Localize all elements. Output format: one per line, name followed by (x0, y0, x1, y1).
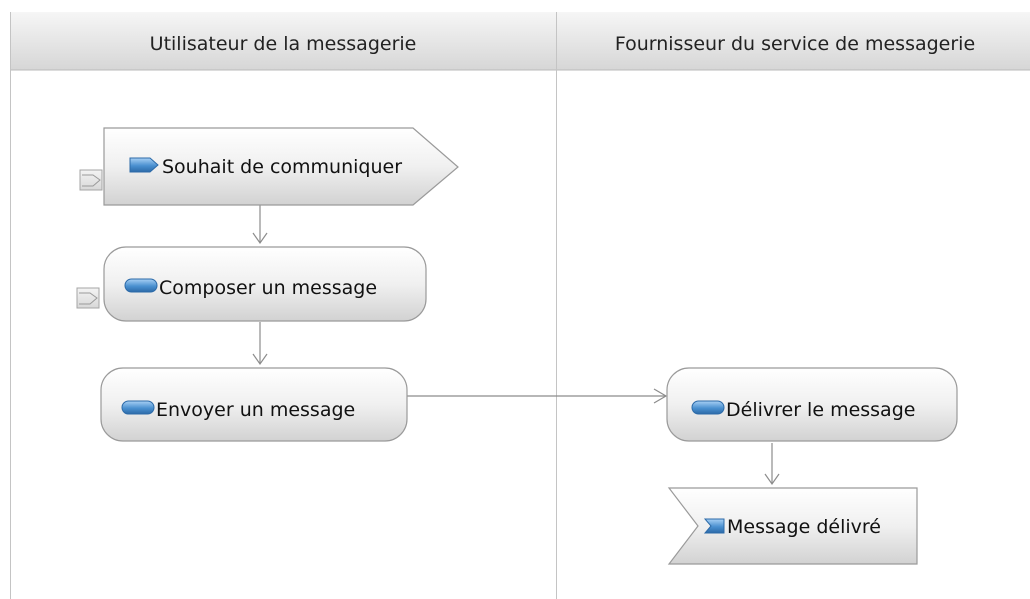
task-compose-node[interactable]: Composer un message (76, 246, 427, 322)
connector-compose-to-send[interactable] (252, 322, 268, 366)
end-event-label: Message délivré (727, 516, 881, 538)
flag-icon (129, 157, 159, 173)
task-deliver-node[interactable]: Délivrer le message (666, 367, 958, 442)
swimlane-provider-title: Fournisseur du service de messagerie (615, 33, 975, 55)
swimlane-user-title: Utilisateur de la messagerie (150, 33, 417, 55)
task-send-node[interactable]: Envoyer un message (100, 367, 408, 442)
connector-send-to-deliver[interactable] (407, 388, 668, 404)
start-event-node[interactable]: Souhait de communiquer (79, 127, 459, 206)
connector-deliver-to-end[interactable] (764, 443, 780, 486)
task-icon (121, 400, 155, 415)
task-deliver-label: Délivrer le message (726, 399, 915, 421)
start-event-label: Souhait de communiquer (162, 156, 402, 178)
swimlane-provider: Fournisseur du service de messagerie (556, 12, 1030, 599)
message-icon (703, 518, 725, 534)
end-event-node[interactable]: Message délivré (667, 487, 918, 565)
task-icon (691, 400, 725, 415)
swimlane-user-header[interactable] (10, 12, 556, 70)
task-compose-label: Composer un message (159, 277, 377, 299)
connector-start-to-compose[interactable] (252, 205, 268, 245)
task-send-label: Envoyer un message (156, 399, 355, 421)
input-marker-icon (76, 287, 100, 309)
swimlane-user: Utilisateur de la messagerie (10, 12, 556, 599)
task-icon (124, 278, 158, 293)
connectors (252, 205, 780, 486)
input-marker-icon (79, 169, 103, 191)
swimlane-provider-header[interactable] (557, 12, 1030, 70)
